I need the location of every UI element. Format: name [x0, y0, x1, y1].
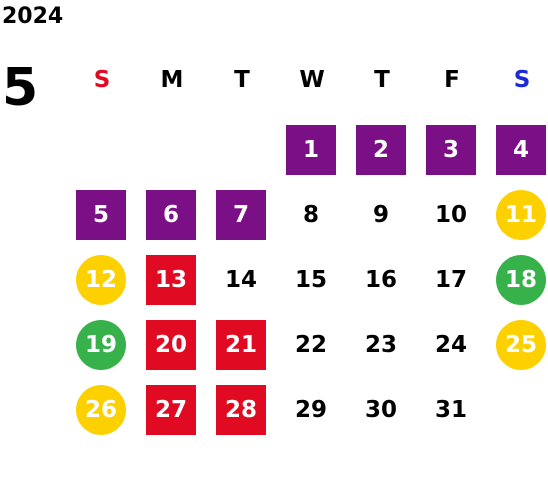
day-cell-30[interactable]: 30	[364, 397, 397, 423]
weekday-label: S	[513, 67, 531, 93]
day-cell-13[interactable]: 13	[146, 255, 196, 305]
weekday-label: T	[234, 67, 250, 93]
day-cell-6[interactable]: 6	[146, 190, 196, 240]
day-cell-5[interactable]: 5	[76, 190, 126, 240]
month-number: 5	[2, 58, 39, 118]
day-cell-4[interactable]: 4	[496, 125, 546, 175]
day-cell-21[interactable]: 21	[216, 320, 266, 370]
weekday-label: W	[299, 67, 325, 93]
day-cell-2[interactable]: 2	[356, 125, 406, 175]
day-cell-29[interactable]: 29	[294, 397, 327, 423]
day-cell-25[interactable]: 25	[496, 320, 546, 370]
day-cell-23[interactable]: 23	[364, 332, 397, 358]
day-cell-31[interactable]: 31	[434, 397, 467, 423]
day-cell-17[interactable]: 17	[434, 267, 467, 293]
day-cell-24[interactable]: 24	[434, 332, 467, 358]
year-label: 2024	[2, 4, 64, 29]
day-cell-9[interactable]: 9	[372, 202, 389, 228]
day-cell-20[interactable]: 20	[146, 320, 196, 370]
day-cell-27[interactable]: 27	[146, 385, 196, 435]
day-cell-14[interactable]: 14	[224, 267, 257, 293]
day-cell-16[interactable]: 16	[364, 267, 397, 293]
day-cell-11[interactable]: 11	[496, 190, 546, 240]
weekday-label: S	[93, 67, 111, 93]
weekday-label: T	[374, 67, 390, 93]
day-cell-15[interactable]: 15	[294, 267, 327, 293]
day-cell-10[interactable]: 10	[434, 202, 467, 228]
day-cell-26[interactable]: 26	[76, 385, 126, 435]
day-cell-28[interactable]: 28	[216, 385, 266, 435]
weekday-label: M	[160, 67, 184, 93]
day-cell-22[interactable]: 22	[294, 332, 327, 358]
day-cell-18[interactable]: 18	[496, 255, 546, 305]
day-cell-12[interactable]: 12	[76, 255, 126, 305]
day-cell-19[interactable]: 19	[76, 320, 126, 370]
day-cell-1[interactable]: 1	[286, 125, 336, 175]
day-cell-7[interactable]: 7	[216, 190, 266, 240]
day-cell-3[interactable]: 3	[426, 125, 476, 175]
weekday-label: F	[444, 67, 460, 93]
day-cell-8[interactable]: 8	[302, 202, 319, 228]
